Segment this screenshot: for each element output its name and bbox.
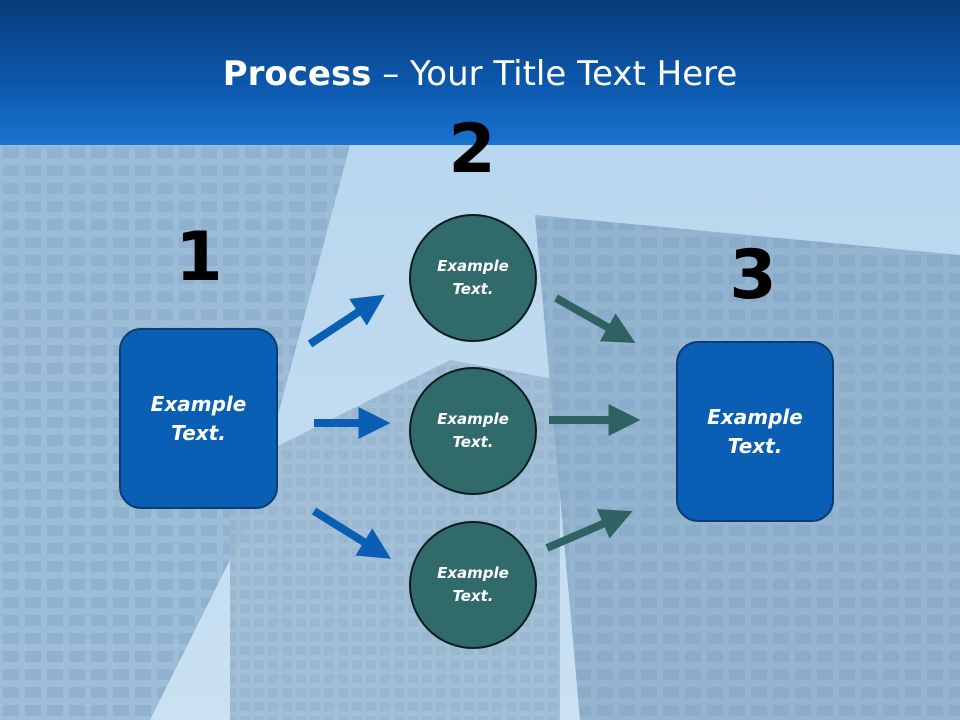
arrow-1-to-top xyxy=(307,294,385,348)
circle-text: Example Text. xyxy=(437,410,509,451)
slide-title: Process – Your Title Text Here xyxy=(0,52,960,96)
step-2-circle-middle[interactable]: Example Text. xyxy=(409,367,537,495)
step-number-1: 1 xyxy=(175,218,223,297)
step-3-text: Example Text. xyxy=(707,404,803,458)
title-bold: Process xyxy=(222,54,372,94)
step-number-2: 2 xyxy=(448,110,496,189)
step-1-box[interactable]: Example Text. xyxy=(119,328,278,509)
step-3-box[interactable]: Example Text. xyxy=(676,341,834,522)
arrow-top-to-3 xyxy=(554,294,636,344)
step-2-circle-top[interactable]: Example Text. xyxy=(409,214,537,342)
circle-text: Example Text. xyxy=(437,564,509,605)
step-2-circle-bottom[interactable]: Example Text. xyxy=(409,521,537,649)
title-bar xyxy=(0,0,960,145)
arrow-bottom-to-3 xyxy=(545,509,633,552)
circle-text: Example Text. xyxy=(437,257,509,298)
arrow-1-to-bottom xyxy=(311,507,392,559)
title-rest: – Your Title Text Here xyxy=(371,54,738,94)
step-1-text: Example Text. xyxy=(150,391,247,445)
step-number-3: 3 xyxy=(729,236,777,315)
